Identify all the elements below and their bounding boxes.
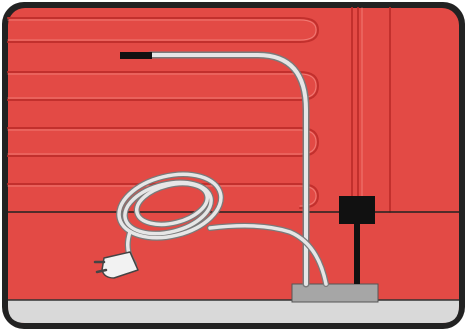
sensor-tip xyxy=(120,52,152,59)
sensor-cable xyxy=(146,51,310,288)
wire-loop-1 xyxy=(7,17,320,43)
heating-mat xyxy=(8,8,459,323)
cord-coil-outer xyxy=(117,172,223,240)
power-plug-icon xyxy=(93,251,139,279)
power-cord xyxy=(116,171,329,287)
wire-loop-1-highlight xyxy=(7,19,317,41)
thermostat-box xyxy=(339,196,375,224)
base-plate xyxy=(291,283,379,303)
cord-coil-mid xyxy=(123,180,213,236)
sensor-cable-fill xyxy=(148,53,308,286)
cord-coil-inner xyxy=(135,181,209,227)
cord-to-base xyxy=(208,224,328,286)
plug-prong-2 xyxy=(95,268,108,274)
floor-strip xyxy=(8,300,459,323)
thermostat-stand xyxy=(354,224,360,284)
